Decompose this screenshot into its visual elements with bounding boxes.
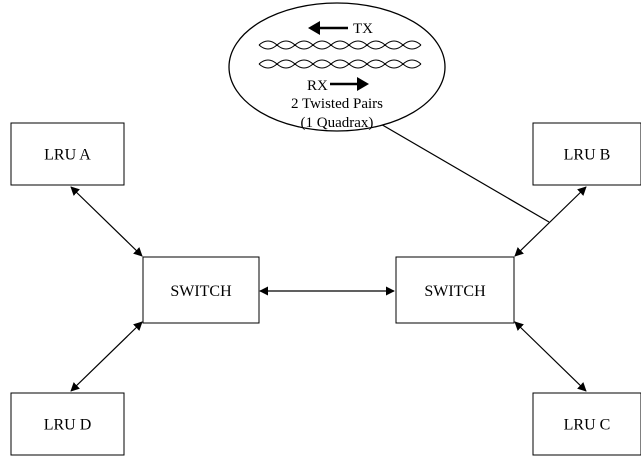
switch-right-node: SWITCH	[395, 256, 515, 324]
tx-label: TX	[353, 21, 373, 37]
link-lru-b-switch-right	[514, 186, 587, 257]
link-lru-c-switch-right	[514, 321, 587, 392]
tx-arrow-icon	[308, 21, 348, 35]
lru-c-label: LRU C	[564, 417, 611, 434]
lru-d-node: LRU D	[10, 392, 125, 456]
switch-right-label: SWITCH	[424, 283, 486, 300]
callout-twisted-pairs-text: 2 Twisted Pairs	[291, 96, 383, 112]
twisted-pair-tx-icon	[258, 40, 422, 50]
rx-arrow-icon	[330, 77, 369, 91]
switch-left-node: SWITCH	[142, 256, 260, 324]
link-lru-d-switch-left	[70, 321, 143, 392]
callout-quadrax-text: (1 Quadrax)	[301, 115, 374, 131]
lru-b-node: LRU B	[532, 122, 641, 186]
lru-a-node: LRU A	[10, 122, 125, 186]
switch-left-label: SWITCH	[170, 283, 232, 300]
cable-callout-ellipse	[228, 2, 446, 132]
lru-a-label: LRU A	[44, 147, 91, 164]
callout-leader-line	[378, 122, 550, 223]
rx-label: RX	[307, 78, 328, 94]
lru-d-label: LRU D	[44, 417, 92, 434]
lru-b-label: LRU B	[564, 147, 611, 164]
lru-c-node: LRU C	[532, 392, 641, 456]
twisted-pair-rx-icon	[258, 59, 422, 69]
link-lru-a-switch-left	[70, 186, 143, 257]
